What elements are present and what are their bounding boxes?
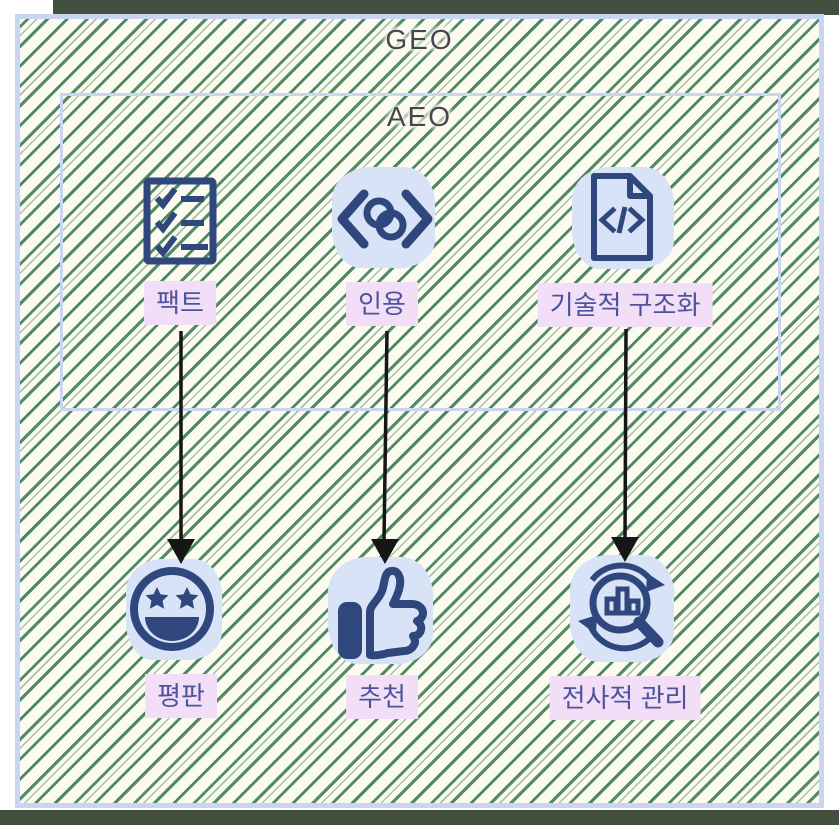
top-edge-band <box>53 0 839 15</box>
node-label-fact: 팩트 <box>144 281 216 325</box>
aeo-box <box>60 93 781 411</box>
code-document-icon <box>591 173 653 261</box>
analytics-magnifier-icon <box>578 562 665 652</box>
bottom-edge-band <box>0 810 839 825</box>
geo-box <box>15 14 824 808</box>
checklist-icon <box>143 177 217 265</box>
arrow-fact-to-reputation <box>167 331 195 564</box>
code-link-icon <box>337 189 433 249</box>
thumbs-up-icon <box>338 566 427 660</box>
node-label-recommendation: 추천 <box>346 675 418 719</box>
node-label-management: 전사적 관리 <box>549 676 701 720</box>
star-struck-face-icon <box>130 567 214 651</box>
arrow-citation-to-recommendation <box>371 331 399 564</box>
node-label-citation: 인용 <box>346 282 418 326</box>
arrow-technical-to-management <box>611 329 639 562</box>
aeo-title: AEO <box>386 101 453 132</box>
geo-title: GEO <box>385 24 454 55</box>
node-label-technical: 기술적 구조화 <box>537 283 713 327</box>
node-label-reputation: 평판 <box>145 674 217 718</box>
